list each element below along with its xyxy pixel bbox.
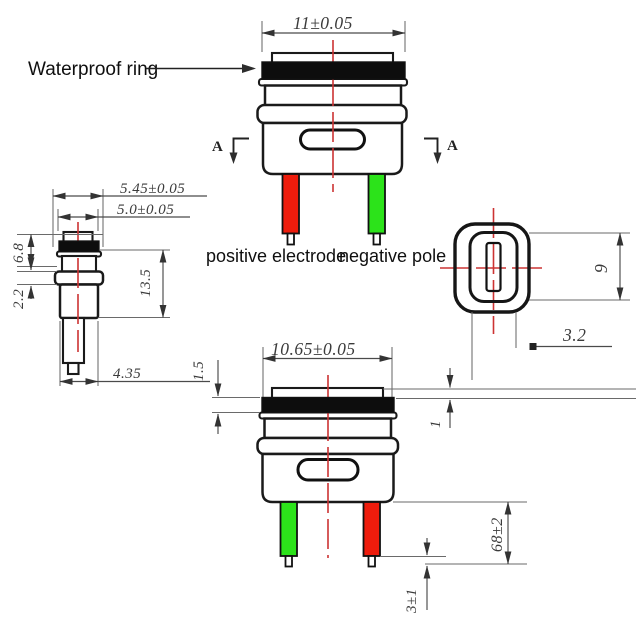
bottom-view: 10.65±0.05 1.5 1 [191, 339, 636, 614]
section-cut-line-right [424, 137, 439, 153]
bottom-waterproof-ring-band [261, 396, 395, 414]
dim-text-section-height: 9 [591, 264, 611, 273]
front-negative-pin [367, 173, 386, 235]
dim-text-bottom-tip-length: 3±1 [404, 588, 420, 614]
dim-text-side-lower-width: 4.35 [113, 366, 141, 382]
section-letter-left: A [212, 139, 223, 155]
dim-text-side-flange-width: 5.45±0.05 [120, 181, 185, 197]
dim-bottom-ring-height: 1 [383, 368, 636, 428]
section-arrow-left [229, 152, 238, 164]
front-view: 11±0.05 A A [212, 13, 458, 246]
waterproof-ring-callout: Waterproof ring [28, 59, 256, 80]
dim-text-bottom-ring-height: 1 [428, 420, 444, 428]
dim-side-flange-width: 5.45±0.05 [52, 181, 207, 247]
section-tongue [485, 241, 502, 293]
dim-bottom-width: 10.65±0.05 [262, 339, 393, 398]
dim-section-offset: 3.2 [529, 325, 612, 350]
side-lower-body [58, 283, 100, 320]
side-pin [61, 316, 86, 365]
dim-text-front-width: 11±0.05 [293, 13, 353, 33]
dim-text-bottom-wire-length: 68±2 [489, 517, 506, 552]
side-upper-body [60, 254, 98, 273]
dim-side-flange-height: 2.2 [11, 257, 57, 309]
front-negative-pin-tip [372, 232, 381, 246]
section-cut-line-left [232, 137, 249, 153]
dim-front-width: 11±0.05 [261, 13, 406, 52]
section-view: 9 3.2 [440, 208, 630, 380]
leader-arrow [242, 64, 256, 73]
section-arrow-right [433, 152, 442, 164]
dim-side-upper-height: 6.8 [11, 233, 103, 268]
dim-bottom-tip-length: 3±1 [380, 538, 446, 614]
dim-text-section-offset: 3.2 [562, 325, 586, 345]
front-positive-pin-tip [286, 232, 295, 246]
dim-text-side-flange-height: 2.2 [11, 289, 27, 309]
side-waterproof-ring-band [58, 240, 100, 253]
dim-side-body-height: 13.5 [99, 249, 170, 319]
section-letter-right: A [447, 138, 458, 154]
dim-bottom-wire-length: 68±2 [393, 501, 527, 565]
dim-text-bottom-width: 10.65±0.05 [271, 339, 356, 359]
dim-section-height: 9 [529, 232, 630, 301]
dim-text-side-cap-width: 5.0±0.05 [117, 202, 174, 218]
electrode-labels: positive electrode negative pole [206, 246, 446, 266]
dim-text-bottom-cap-height: 1.5 [191, 361, 207, 381]
front-waterproof-ring-band [261, 61, 406, 80]
front-positive-pin [281, 173, 300, 235]
front-mid-flange [256, 103, 408, 125]
dim-side-cap-width: 5.0±0.05 [57, 202, 190, 231]
section-inner-shell [468, 231, 519, 303]
section-marker-right: A [424, 137, 458, 164]
waterproof-ring-label: Waterproof ring [28, 59, 158, 80]
positive-electrode-label: positive electrode [206, 246, 346, 266]
dim-text-side-body-height: 13.5 [138, 269, 154, 297]
negative-pole-label: negative pole [339, 246, 446, 266]
dim-side-lower-width: 4.35 [59, 321, 210, 386]
bottom-negative-pin [279, 501, 298, 557]
side-pin-tip [66, 361, 80, 376]
side-view: 5.45±0.05 5.0±0.05 6.8 [11, 181, 210, 386]
section-marker-left: A [212, 137, 249, 164]
dimension-square-terminator [529, 343, 537, 350]
dim-bottom-cap-height: 1.5 [191, 360, 260, 434]
bottom-positive-pin-tip [367, 555, 376, 568]
bottom-negative-pin-tip [284, 555, 293, 568]
side-mid-flange [53, 270, 105, 286]
dim-text-side-upper-height: 6.8 [11, 243, 27, 263]
bottom-positive-pin [362, 501, 381, 557]
section-outer-shell [453, 222, 531, 314]
